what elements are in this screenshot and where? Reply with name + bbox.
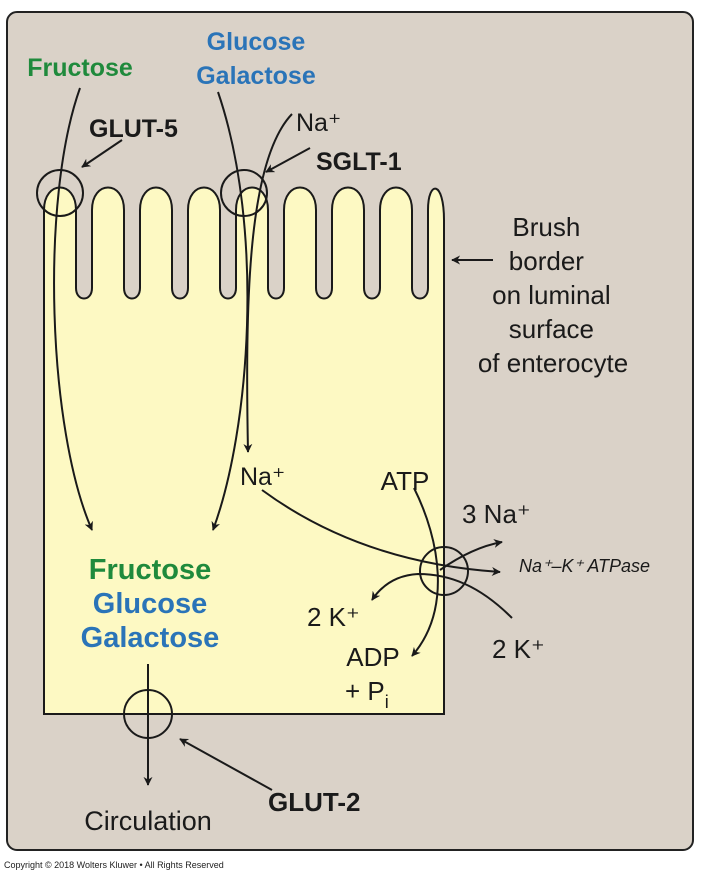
two-potassium-right-label: 2 K⁺ <box>492 634 545 664</box>
glut5-transporter <box>36 169 84 217</box>
sodium-exit-arrow <box>439 539 503 571</box>
atpase-transporter <box>419 546 469 596</box>
potassium-entry-line <box>371 572 513 619</box>
sodium-to-pump-line <box>261 489 501 576</box>
atp-label: ATP <box>381 466 430 496</box>
pi-label: + Pi <box>345 676 389 712</box>
sodium-cell-label: Na⁺ <box>240 463 285 491</box>
fructose-uptake-arrow <box>53 87 93 531</box>
sodium-lumen-label: Na⁺ <box>296 109 341 137</box>
galactose-lumen-label: Galactose <box>196 62 316 90</box>
glucose-cell-label: Glucose <box>93 588 207 620</box>
adp-label: ADP <box>346 642 399 672</box>
fructose-lumen-label: Fructose <box>27 54 133 82</box>
glut5-pointer-arrow <box>81 139 123 168</box>
sglt1-label: SGLT-1 <box>316 148 402 176</box>
glut2-label: GLUT-2 <box>268 787 360 817</box>
glut2-pointer-arrow <box>179 738 273 791</box>
galactose-cell-label: Galactose <box>81 622 220 654</box>
two-potassium-left-label: 2 K⁺ <box>307 602 360 632</box>
circulation-label: Circulation <box>84 806 212 836</box>
atp-hydrolysis-arrow <box>411 487 439 657</box>
three-sodium-label: 3 Na⁺ <box>462 499 531 529</box>
atpase-label: Na⁺–K⁺ ATPase <box>519 556 650 576</box>
glut5-label: GLUT-5 <box>89 115 178 143</box>
copyright-notice: Copyright © 2018 Wolters Kluwer • All Ri… <box>4 860 224 870</box>
sodium-uptake-arrow <box>243 113 293 453</box>
glucose-lumen-label: Glucose <box>207 28 306 56</box>
fructose-cell-label: Fructose <box>89 554 211 586</box>
sglt1-pointer-arrow <box>265 147 311 173</box>
brush-border-label: Brush border on luminal surface of enter… <box>478 212 628 378</box>
